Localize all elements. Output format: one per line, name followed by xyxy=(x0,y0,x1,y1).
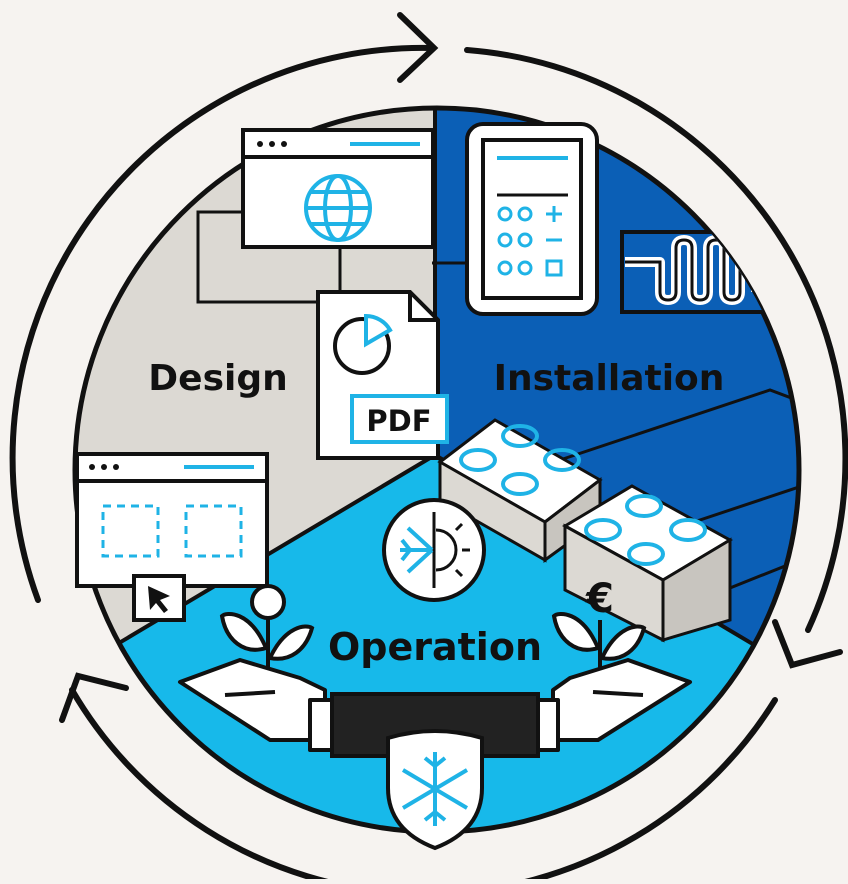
unit-blocks-2 xyxy=(561,484,734,643)
browser-window-layout xyxy=(75,452,269,588)
calculator-icon xyxy=(465,122,599,316)
snowflake-sun-icon xyxy=(382,498,486,602)
operation-label: Operation xyxy=(328,625,542,669)
design-label: Design xyxy=(148,358,287,399)
snowflake-shield-icon xyxy=(386,729,484,851)
pie-chart-icon xyxy=(333,313,393,375)
hand-icon-left xyxy=(178,658,334,752)
pdf-label: PDF xyxy=(366,404,431,438)
cycle-arrows-icon xyxy=(9,12,848,884)
sprout-icon-left xyxy=(219,584,315,690)
installation-label: Installation xyxy=(494,358,725,399)
hand-icon-right xyxy=(534,658,692,752)
globe-icon xyxy=(304,174,372,242)
cursor-arrow-icon xyxy=(132,574,186,622)
euro-symbol: € xyxy=(585,576,614,622)
pdf-document: PDF xyxy=(316,290,449,460)
sprout-icon-right xyxy=(551,612,647,690)
browser-window-globe xyxy=(241,128,435,249)
unit-blocks-1 xyxy=(437,418,603,563)
